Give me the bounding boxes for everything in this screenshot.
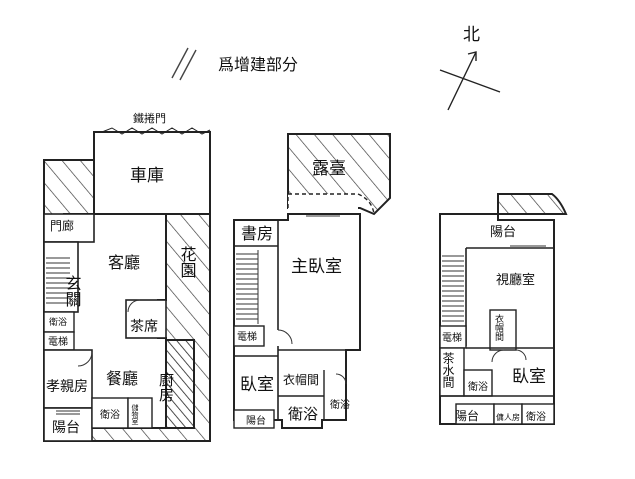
floor-1-porch: 門廊 <box>50 218 74 233</box>
legend-text: 爲增建部分 <box>218 55 298 74</box>
floor-1-bath: 衛浴 <box>49 316 67 328</box>
compass-north-label: 北 <box>463 25 480 45</box>
floor-1-balcony: 陽台 <box>52 420 80 436</box>
floor-2-closet: 衣帽間 <box>283 372 319 387</box>
floor-1-parent-room: 孝親房 <box>46 379 88 395</box>
floor-1-plan: 鐵捲門 車庫 門廊 客廳 玄關 花園 衛浴 電梯 茶席 餐廳 廚房 孝親房 陽台… <box>43 111 211 442</box>
floor-3-stairs <box>442 255 464 322</box>
floor-2-bath: 衛浴 <box>288 405 318 423</box>
floor-1-elevator: 電梯 <box>48 335 68 348</box>
floor-3-bedroom: 臥室 <box>512 367 546 387</box>
floor-1-garage: 車庫 <box>130 166 164 186</box>
floor-2-terrace: 露臺 <box>312 159 346 179</box>
floor-3-maid-room: 傭人房 <box>496 412 520 422</box>
floor-3-balcony: 陽台 <box>455 408 479 423</box>
floor-1-entrance: 玄關 <box>63 275 82 307</box>
floor-2-plan: 露臺 書房 主臥室 電梯 臥室 衣帽間 陽台 衛浴 衛浴 <box>233 133 391 429</box>
floor-1-living-room: 客廳 <box>108 253 140 272</box>
floor-3-theater-room: 視廳室 <box>496 272 535 288</box>
floor-1-storage: 儲物室 <box>131 403 139 425</box>
floor-2-stairs <box>236 250 259 324</box>
floor-1-tea-seat: 茶席 <box>130 319 158 335</box>
floor-3-bath: 衛浴 <box>468 380 488 393</box>
floor-3-balcony-top: 陽台 <box>490 225 516 240</box>
floor-3-tea-room: 茶水間 <box>441 351 455 388</box>
floor-1-bath-2: 衛浴 <box>100 408 120 421</box>
floor-2-elevator: 電梯 <box>237 330 257 343</box>
floor-2-master-bedroom: 主臥室 <box>291 257 342 277</box>
floor-3-elevator: 電梯 <box>442 331 462 344</box>
legend: 爲增建部分 <box>171 47 298 81</box>
floor-1-kitchen: 廚房 <box>157 371 175 402</box>
floor-3-bath-2: 衛浴 <box>526 410 546 423</box>
floor-3-closet: 衣帽間 <box>493 313 504 342</box>
floor-1-dining-room: 餐廳 <box>106 369 138 388</box>
floor-2-study: 書房 <box>241 224 273 243</box>
floor-1-garden: 花園 <box>178 246 197 278</box>
hatch-sample-icon <box>171 47 197 81</box>
floor-1-rolling-door-label: 鐵捲門 <box>133 111 166 125</box>
floor-3-plan: 陽台 視廳室 衣帽間 電梯 茶水間 衛浴 臥室 陽台 傭人房 衛浴 <box>439 193 568 425</box>
floor-2-bedroom: 臥室 <box>240 375 274 395</box>
floor-2-bath-2: 衛浴 <box>330 398 350 411</box>
floor-1-stairs <box>46 257 70 304</box>
north-compass: 北 <box>439 25 501 111</box>
north-arrow-icon <box>439 51 501 111</box>
floor-2-balcony: 陽台 <box>246 414 266 427</box>
